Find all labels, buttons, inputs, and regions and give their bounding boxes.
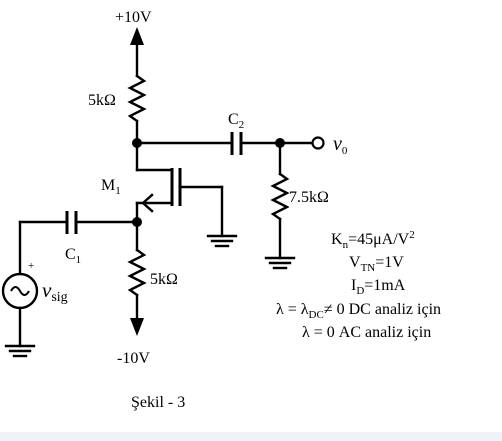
- vdd-arrow-icon: [130, 27, 144, 45]
- drain-resistor: [127, 74, 147, 123]
- m1-label: M1: [101, 177, 121, 197]
- vsig-plus-label: +: [28, 260, 34, 272]
- param-kn: Kn=45μA/V2: [331, 229, 415, 251]
- output-terminal-icon: [311, 136, 325, 150]
- ground-icon: [206, 234, 238, 248]
- param-lambda-ac: λ = 0 AC analiz için: [302, 324, 431, 341]
- ground-icon: [264, 256, 296, 270]
- rl-label: 7.5kΩ: [289, 189, 329, 206]
- load-resistor: [270, 172, 290, 221]
- figure-caption: Şekil - 3: [131, 394, 185, 411]
- source-resistor: [127, 248, 147, 297]
- c1-label: C1: [65, 246, 81, 266]
- param-lambda-dc: λ = λDC≠ 0 DC analiz için: [276, 301, 441, 321]
- rs-label: 5kΩ: [150, 271, 178, 288]
- param-id: ID=1mA: [351, 277, 406, 297]
- param-vtn: VTN=1V: [349, 254, 404, 274]
- vsig-label: vsig: [42, 278, 68, 305]
- bottom-band: [0, 432, 502, 441]
- rd-label: 5kΩ: [88, 92, 116, 109]
- vdd-label: +10V: [115, 9, 152, 26]
- c2-label: C2: [228, 111, 244, 131]
- vss-label: -10V: [117, 350, 150, 367]
- sine-wave-icon: [10, 286, 30, 296]
- vss-arrow-icon: [130, 318, 144, 336]
- ground-icon: [4, 344, 36, 358]
- output-label: v0: [333, 133, 348, 157]
- mosfet-arrow-icon: [141, 193, 154, 213]
